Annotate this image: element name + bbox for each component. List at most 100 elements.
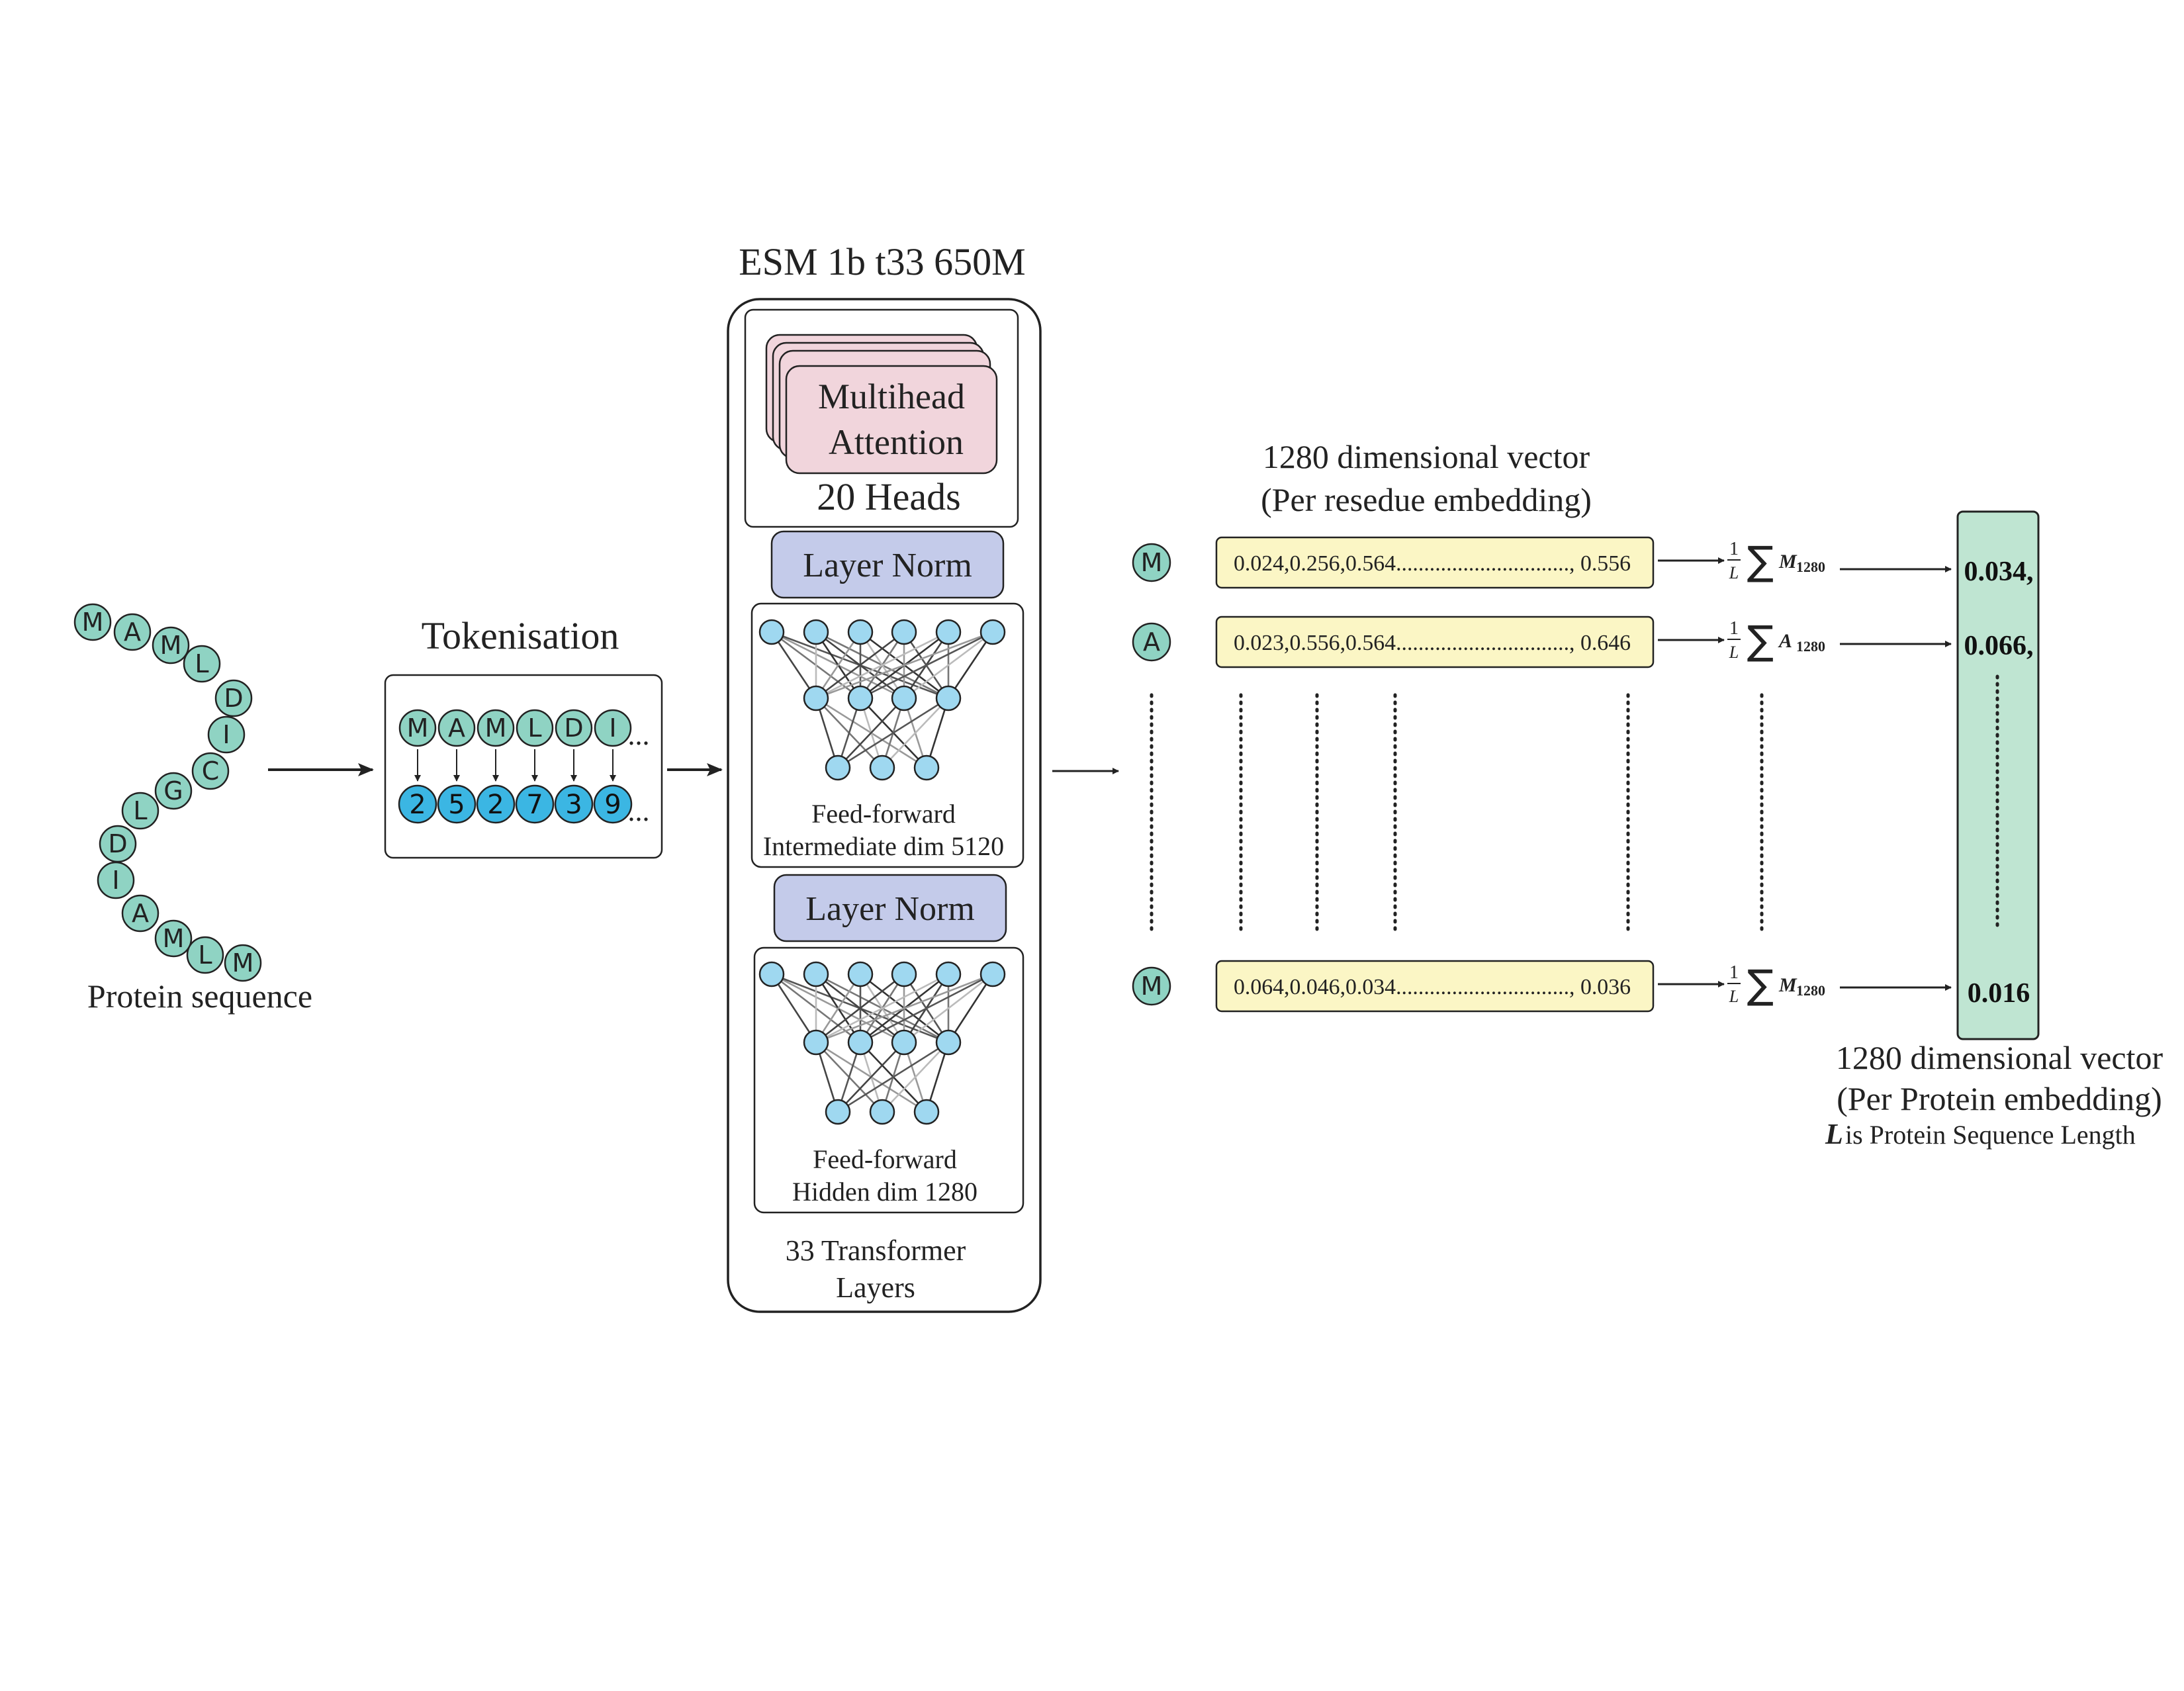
network-edge	[815, 631, 949, 700]
output-title-line2: (Per Protein embedding)	[1837, 1080, 2162, 1117]
token-id: 2	[409, 790, 426, 820]
mean-subscript: 1280	[1796, 559, 1825, 575]
network-edge	[882, 1042, 949, 1113]
network-edge	[860, 631, 993, 700]
network-edge	[815, 973, 905, 1044]
output-values: 0.034,0.066,0.016	[1964, 557, 2034, 1009]
network-edge	[837, 697, 949, 769]
residue-vector-values: 0.024,0.256,0.564.......................…	[1234, 551, 1631, 576]
residue-letter: M	[232, 948, 254, 978]
layer-norm-1-label: Layer Norm	[803, 547, 972, 584]
tokens-ellipsis: ...	[628, 795, 650, 827]
feed-forward-1-network	[758, 619, 1006, 781]
token-id-bead	[515, 784, 555, 824]
residue-bead	[214, 679, 253, 717]
ff2-label-line1: Feed-forward	[813, 1144, 957, 1174]
embedding-residue-bead	[1132, 543, 1171, 582]
network-edge	[903, 973, 993, 1044]
residue-letter: I	[112, 866, 119, 895]
residue-letter: D	[108, 829, 127, 858]
attention-head-card-front	[785, 365, 998, 475]
embedding-rows: M 0.024,0.256,0.564......................…	[1132, 536, 1952, 1013]
token-letter: M	[407, 713, 429, 743]
network-edge	[837, 698, 905, 768]
residue-bead	[113, 613, 152, 651]
ff1-label-line2: Intermediate dim 5120	[763, 831, 1004, 861]
residue-vector-values: 0.023,0.556,0.564.......................…	[1234, 631, 1631, 655]
token-id: 9	[604, 790, 621, 820]
residue-letter: A	[124, 617, 141, 647]
token-id: 3	[565, 790, 582, 820]
token-id: 2	[487, 790, 504, 820]
model-title: ESM 1b t33 650M	[739, 240, 1025, 283]
tokenisation-box	[384, 674, 663, 859]
length-note-text: is Protein Sequence Length	[1845, 1120, 2136, 1150]
output-value: 0.034,	[1964, 557, 2034, 587]
mean-variable: A	[1778, 630, 1792, 652]
network-node	[847, 961, 874, 987]
esm-model: ESM 1b t33 650M Multihead Attention 20 H…	[727, 240, 1042, 1313]
embedding-title-line2: (Per resedue embedding)	[1261, 481, 1592, 518]
network-node	[758, 619, 785, 645]
layer-norm-2	[773, 874, 1007, 942]
token-letter: D	[564, 713, 583, 743]
network-node	[803, 1029, 829, 1056]
network-node	[869, 1099, 895, 1125]
mean-numerator: 1	[1729, 618, 1739, 639]
residue-letter: C	[202, 756, 220, 786]
residue-vector-box	[1215, 960, 1655, 1013]
ff2-label-line2: Hidden dim 1280	[792, 1177, 978, 1207]
token-letter: L	[527, 713, 541, 743]
network-node	[825, 1099, 851, 1125]
mean-numerator: 1	[1729, 539, 1739, 559]
residue-letter: I	[222, 720, 230, 749]
attention-label-line1: Multihead	[818, 377, 965, 416]
feed-forward-2-network	[758, 961, 1006, 1125]
embedding-residue-letter: M	[1141, 548, 1163, 577]
network-node	[891, 1029, 917, 1056]
network-node	[891, 961, 917, 987]
network-node	[979, 619, 1006, 645]
residue-bead	[152, 626, 190, 664]
layers-label-line1: 33 Transformer	[786, 1234, 966, 1267]
token-letter: M	[485, 713, 507, 743]
network-node	[847, 685, 874, 711]
mean-variable: M	[1778, 974, 1797, 996]
network-edge	[860, 973, 993, 1044]
mean-numerator: 1	[1729, 962, 1739, 983]
output-vector-column	[1956, 510, 2040, 1040]
mean-sum-symbol: ∑	[1747, 962, 1774, 1008]
residue-bead	[97, 861, 135, 899]
residue-letter: M	[163, 924, 185, 953]
network-node	[803, 961, 829, 987]
mean-sum-symbol: ∑	[1747, 538, 1774, 584]
network-node	[935, 685, 962, 711]
network-node	[891, 619, 917, 645]
network-node	[803, 619, 829, 645]
residue-vector-values: 0.064,0.046,0.034.......................…	[1234, 975, 1631, 999]
network-edge	[882, 698, 949, 768]
network-edge	[815, 631, 993, 700]
mean-denominator: L	[1729, 987, 1739, 1006]
token-id-bead	[554, 784, 594, 824]
network-edge	[903, 631, 993, 700]
token-id-bead	[476, 784, 516, 824]
layers-label-line2: Layers	[836, 1271, 915, 1304]
residue-letter: M	[160, 631, 182, 660]
token-id: 7	[526, 790, 543, 820]
layer-norm-2-label: Layer Norm	[805, 890, 975, 928]
network-node	[869, 754, 895, 781]
token-letter: I	[609, 713, 616, 743]
residue-letter: A	[132, 899, 149, 928]
residue-bead	[154, 919, 193, 958]
network-node	[847, 619, 874, 645]
mean-sum-symbol: ∑	[1747, 617, 1774, 664]
mean-denominator: L	[1729, 563, 1739, 582]
residue-vector-box	[1215, 616, 1655, 668]
network-node	[847, 1029, 874, 1056]
residue-bead	[186, 936, 224, 974]
